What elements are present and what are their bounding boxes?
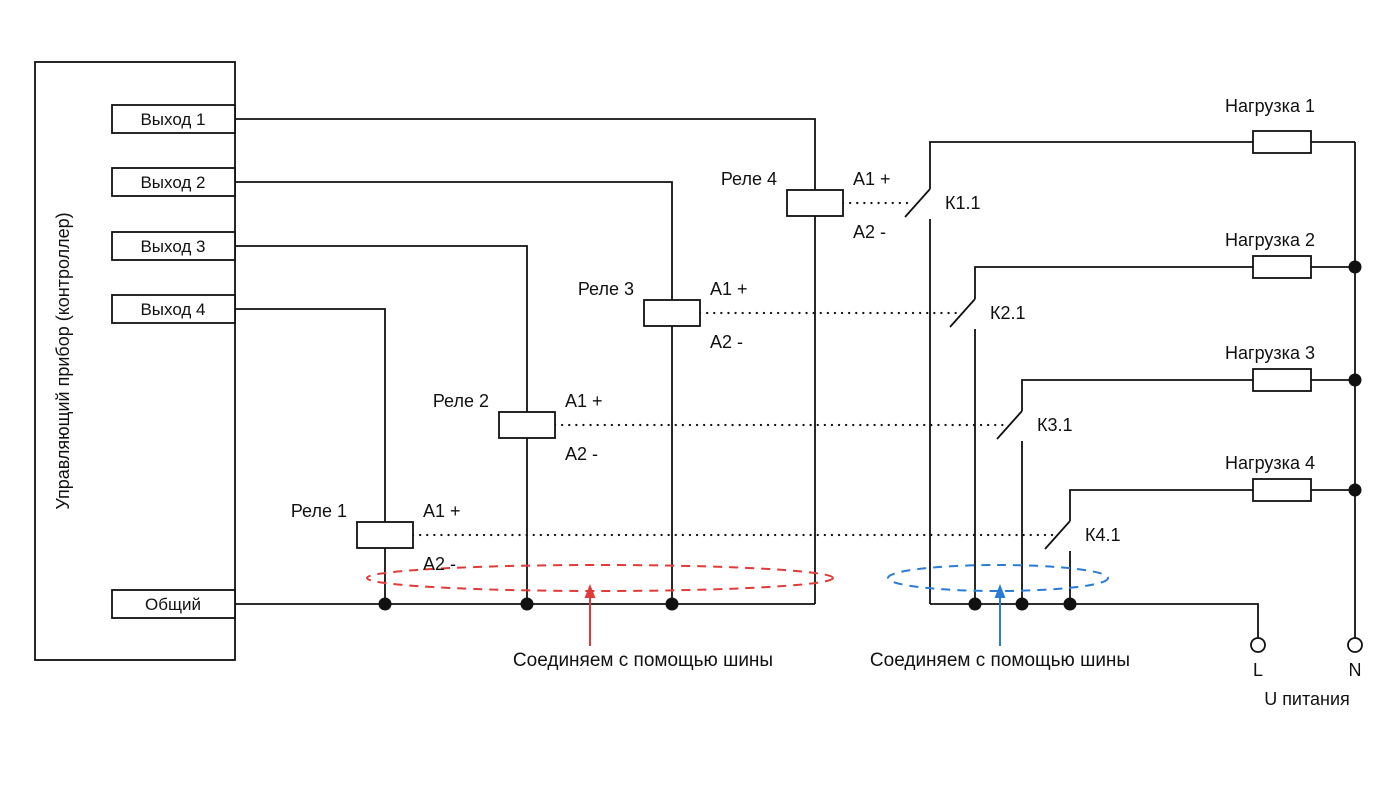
relay1-label: Реле 1 — [291, 501, 347, 521]
bus-annotations — [366, 564, 1109, 646]
wire-load4-k4 — [1069, 489, 1355, 604]
terminal-n-circle — [1347, 637, 1363, 653]
right-bus-ellipse — [887, 564, 1109, 592]
wire-load1-k1 — [929, 141, 1355, 604]
left-bus-note: Соединяем с помощью шины — [513, 650, 773, 671]
relay4-coil — [786, 189, 844, 217]
common-box — [111, 589, 236, 619]
relay4-a2-label: A2 - — [853, 222, 886, 242]
contact-k3-label: К3.1 — [1037, 415, 1073, 435]
relay3-a2-label: A2 - — [710, 332, 743, 352]
relay1-a1-label: A1 + — [423, 501, 461, 521]
junction-dots — [378, 260, 1362, 611]
controller-box — [34, 61, 236, 661]
output4-label: Выход 4 — [140, 300, 205, 319]
load2-box — [1252, 255, 1312, 279]
output3-label: Выход 3 — [140, 237, 205, 256]
relay4-a1-label: A1 + — [853, 169, 891, 189]
output1-box — [111, 104, 236, 134]
relay3-a1-label: A1 + — [710, 279, 748, 299]
right-bus-arrowhead — [994, 584, 1006, 598]
common-label: Общий — [145, 595, 201, 614]
output2-label: Выход 2 — [140, 173, 205, 192]
wire-output3-relay2 — [235, 245, 528, 604]
junction-dot — [1348, 260, 1362, 274]
relay2-label: Реле 2 — [433, 391, 489, 411]
load3-label: Нагрузка 3 — [1225, 343, 1315, 363]
junction-dot — [968, 597, 982, 611]
wire-output2-relay3 — [235, 181, 673, 604]
wire-right-bus — [930, 603, 1259, 638]
relay3-coil — [643, 299, 701, 327]
linkages — [411, 201, 1056, 537]
junction-dot — [665, 597, 679, 611]
right-bus-note: Соединяем с помощью шины — [870, 650, 1130, 671]
junction-dot — [378, 597, 392, 611]
contact-k2-label: К2.1 — [990, 303, 1026, 323]
load2-label: Нагрузка 2 — [1225, 230, 1315, 250]
load3-box — [1252, 368, 1312, 392]
terminal-n-label: N — [1349, 660, 1362, 680]
output4-box — [111, 294, 236, 324]
switch-blade-k3 — [996, 410, 1023, 440]
contact-k1-label: К1.1 — [945, 193, 981, 213]
junction-dot — [1063, 597, 1077, 611]
terminals — [1250, 637, 1363, 653]
load1-box — [1252, 130, 1312, 154]
boxes — [34, 61, 1312, 661]
switch-blade-k2 — [949, 298, 976, 328]
switch-blade-k4 — [1044, 520, 1071, 550]
relay1-coil — [356, 521, 414, 549]
load4-label: Нагрузка 4 — [1225, 453, 1315, 473]
relay2-coil — [498, 411, 556, 439]
wire-output1-relay4 — [235, 118, 816, 604]
left-bus-ellipse — [366, 564, 834, 592]
controller-label: Управляющий прибор (контроллер) — [53, 212, 73, 509]
load1-label: Нагрузка 1 — [1225, 96, 1315, 116]
junction-dot — [520, 597, 534, 611]
relay2-a2-label: A2 - — [565, 444, 598, 464]
wire-output4-relay1 — [235, 308, 386, 604]
relay4-label: Реле 4 — [721, 169, 777, 189]
output1-label: Выход 1 — [140, 110, 205, 129]
terminal-l-label: L — [1253, 660, 1263, 680]
switch-blade-k1 — [904, 188, 931, 218]
junction-dot — [1348, 483, 1362, 497]
supply-label: U питания — [1264, 689, 1350, 709]
wire-load3-k3 — [1021, 379, 1355, 604]
junction-dot — [1348, 373, 1362, 387]
output3-box — [111, 231, 236, 261]
left-bus-arrowhead — [584, 584, 596, 598]
junction-dot — [1015, 597, 1029, 611]
relay3-label: Реле 3 — [578, 279, 634, 299]
wire-load2-k2 — [974, 266, 1355, 604]
relay2-a1-label: A1 + — [565, 391, 603, 411]
output2-box — [111, 167, 236, 197]
load4-box — [1252, 478, 1312, 502]
contact-k4-label: К4.1 — [1085, 525, 1121, 545]
terminal-l-circle — [1250, 637, 1266, 653]
relay1-a2-label: A2 - — [423, 554, 456, 574]
